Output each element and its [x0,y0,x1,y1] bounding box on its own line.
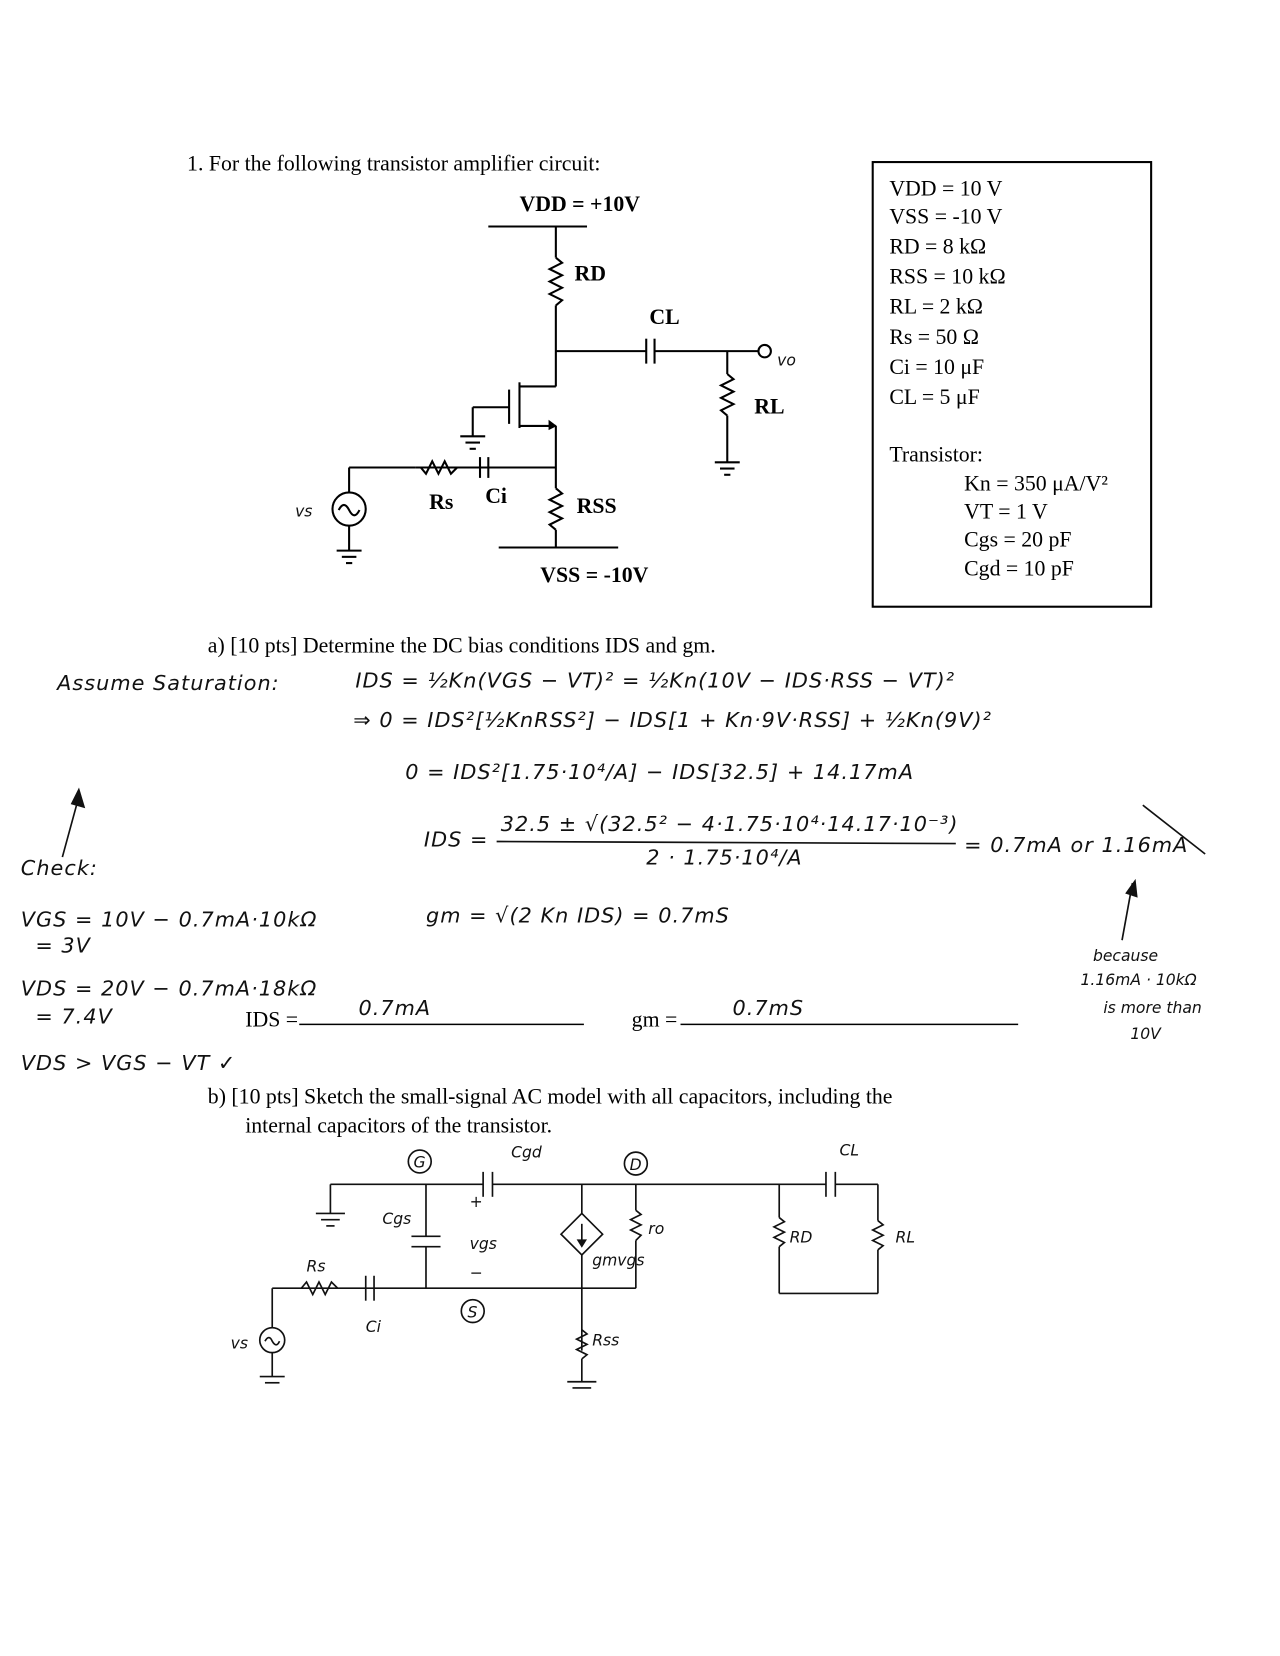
amplifier-circuit: VDD = +10V RD CL vo RL [295,192,796,587]
ids-answer-label: IDS = [245,1007,298,1031]
problem-params-6: Ci = 10 μF [889,355,984,379]
part-b-labels-cl: CL [839,1141,859,1159]
part-b-question-line1: b) [10 pts] Sketch the small-signal AC m… [208,1084,893,1108]
part-a-because-2: is more than [1103,999,1201,1017]
part-b-labels-g: G [414,1154,426,1172]
ci-label: Ci [485,484,507,508]
problem-params-3: RSS = 10 kΩ [889,265,1005,289]
gm-equation: gm = √(2 Kn IDS) = 0.7mS [426,904,730,928]
part-b-labels-ci: Ci [366,1318,382,1336]
parameters-box: VDD = 10 V VSS = -10 V RD = 8 kΩ RSS = 1… [871,161,1153,608]
part-b-question-line2: internal capacitors of the transistor. [245,1113,552,1137]
problem-params-4: RL = 2 kΩ [889,295,983,319]
rss-resistor [547,487,565,531]
assume-saturation: Assume Saturation: [55,671,280,695]
ids-answer[interactable]: 0.7mA [358,996,431,1020]
problem-params-7: CL = 5 μF [889,385,979,409]
vss-label: VSS = -10V [540,563,648,587]
part-a-check-4: = 7.4V [35,1004,113,1028]
vs-label: vs [295,502,312,520]
part-b-labels-rl: RL [896,1229,916,1247]
vdd-label: VDD = +10V [519,192,640,216]
part-b-labels-plus: + [470,1193,483,1211]
part-a-check-1: VGS = 10V − 0.7mA·10kΩ [21,908,318,932]
part-b-labels-minus: − [470,1264,483,1282]
part-b-labels-rs: Rs [307,1258,326,1276]
strike-mark [1142,804,1206,855]
gm-answer[interactable]: 0.7mS [732,996,804,1020]
problem-params-2: RD = 8 kΩ [889,234,986,258]
equation-1: IDS = ½Kn(VGS − VT)² = ½Kn(10V − IDS·RSS… [355,669,955,693]
problem-transistor-params-1: VT = 1 V [964,499,1048,523]
part-b-labels-ro: ro [648,1220,664,1238]
arrow-icon [70,787,86,809]
part-b-labels-cgd: Cgd [511,1143,542,1161]
problem-transistor-params-3: Cgd = 10 pF [964,557,1074,581]
part-b-labels-gmvgs: gmvgs [592,1251,644,1269]
part-b-labels-s: S [468,1303,478,1321]
small-signal-model: G Cgd D CL Cgs + vgs − S gmvgs ro Rs [231,1141,916,1389]
part-a-question: a) [10 pts] Determine the DC bias condit… [208,633,716,657]
rss-label: RSS [577,494,617,518]
equation-4-result: = 0.7mA or 1.16mA [964,833,1188,857]
output-terminal [757,343,772,359]
vo-label: vo [777,352,796,370]
equation-4-numerator: 32.5 ± √(32.5² − 4·1.75·10⁴·14.17·10⁻³) [501,812,959,836]
part-a-check-5: VDS > VGS − VT ✓ [21,1051,237,1075]
equation-4-lhs: IDS = [424,828,489,852]
ac-source-icon [331,491,367,527]
problem-params-0: VDD = 10 V [889,176,1002,200]
mosfet-symbol [460,382,557,450]
rs-resistor [419,458,458,477]
note-because: because [1093,947,1158,965]
rl-label: RL [754,394,784,418]
rd-label: RD [575,262,606,286]
check-heading: Check: [21,856,98,880]
part-b-labels-rd: RD [790,1229,813,1247]
part-b-labels-cgs: Cgs [382,1210,411,1228]
problem-transistor-params-0: Kn = 350 μA/V² [964,471,1108,495]
equation-3: 0 = IDS²[1.75·10⁴/A] − IDS[32.5] + 14.17… [405,760,914,784]
problem-params-5: Rs = 50 Ω [889,325,979,349]
part-b-labels-d: D [630,1156,642,1174]
equation-2: ⇒ 0 = IDS²[½KnRSS²] − IDS[1 + Kn·9V·RSS]… [353,708,992,732]
problem-intro: 1. For the following transistor amplifie… [187,151,600,175]
part-a-check-2: = 3V [35,934,91,958]
part-a-check-3: VDS = 20V − 0.7mA·18kΩ [21,976,317,1000]
problem-transistor-params-2: Cgs = 20 pF [964,527,1071,551]
rd-resistor [547,256,565,307]
gm-answer-label: gm = [632,1007,678,1031]
equation-4-denominator: 2 · 1.75·10⁴/A [646,845,802,869]
problem-params-1: VSS = -10 V [889,204,1002,228]
problem-transistor-heading: Transistor: [889,442,983,466]
part-a-because-3: 10V [1130,1025,1162,1043]
rs-label: Rs [429,490,453,514]
part-b-labels-vgs: vgs [470,1235,497,1253]
part-a-because-1: 1.16mA · 10kΩ [1080,971,1196,989]
part-b-labels-vs: vs [231,1334,248,1352]
part-b-labels-rss: Rss [592,1331,619,1349]
rl-resistor [718,373,736,417]
cl-label: CL [649,305,679,329]
